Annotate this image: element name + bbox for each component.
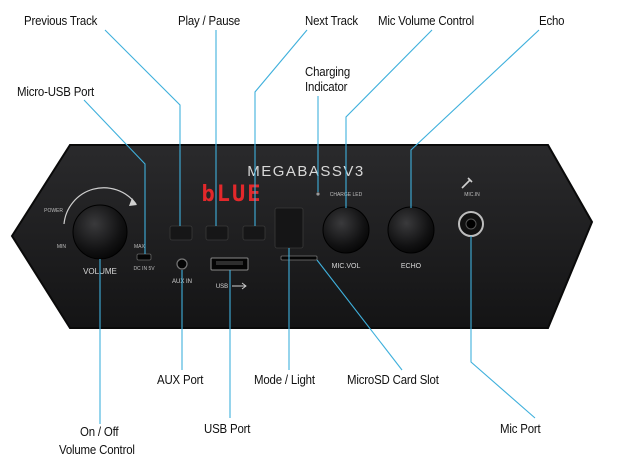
label-on-off-line2: Volume Control: [59, 442, 135, 457]
power-label: POWER: [44, 208, 63, 214]
usb-label: USB: [216, 284, 228, 290]
label-charging-line1: Charging: [305, 64, 351, 79]
mode-light-button[interactable]: [274, 207, 304, 249]
mic-icon: [461, 177, 473, 189]
usb-port-tongue: [216, 261, 243, 265]
next-track-button[interactable]: [242, 225, 266, 241]
label-next-track: Next Track: [305, 13, 358, 28]
charging-indicator-led: [316, 192, 320, 196]
label-charging-line2: Indicator: [305, 79, 348, 94]
label-mic-port: Mic Port: [500, 421, 541, 436]
label-microsd-card-slot: MicroSD Card Slot: [347, 372, 439, 387]
label-echo: Echo: [539, 13, 565, 28]
mic-vol-label: MIC.VOL: [332, 263, 361, 270]
mic-volume-knob[interactable]: [322, 206, 370, 254]
leader-lines: [83, 29, 540, 424]
leader-next-track: [254, 29, 308, 226]
leader-mic-volume: [345, 29, 433, 208]
dc-in-label: DC IN 5V: [133, 266, 155, 272]
brand-logo: MEGABASSV3: [247, 163, 365, 180]
leader-microsd: [316, 259, 403, 371]
volume-max-label: MAX: [134, 244, 146, 250]
label-play-pause: Play / Pause: [178, 13, 241, 28]
play-pause-button[interactable]: [205, 225, 229, 241]
echo-knob[interactable]: [387, 206, 435, 254]
label-micro-usb-port: Micro-USB Port: [17, 84, 94, 99]
volume-min-label: MIN: [57, 244, 67, 250]
volume-arrow-icon: [129, 198, 137, 206]
label-mode-light: Mode / Light: [254, 372, 315, 387]
leader-micro-usb: [83, 99, 146, 254]
usb-symbol-icon: [232, 282, 247, 290]
volume-knob[interactable]: [72, 204, 128, 260]
mic-port-hole: [465, 218, 477, 230]
leader-mic-port: [470, 236, 536, 419]
led-display: bLUE: [202, 182, 263, 207]
leader-echo: [410, 29, 540, 208]
volume-scale-arc: [63, 187, 137, 225]
echo-label: ECHO: [401, 263, 422, 270]
label-usb-port: USB Port: [204, 421, 251, 436]
label-mic-volume-control: Mic Volume Control: [378, 13, 475, 28]
label-on-off-line1: On / Off: [80, 424, 119, 439]
previous-track-button[interactable]: [169, 225, 193, 241]
mic-in-label: MIC.IN: [464, 192, 480, 198]
microsd-card-slot[interactable]: [280, 255, 318, 261]
label-previous-track: Previous Track: [24, 13, 98, 28]
label-aux-port: AUX Port: [157, 372, 204, 387]
aux-port[interactable]: [176, 258, 188, 270]
leader-previous-track: [104, 29, 181, 226]
micro-usb-port[interactable]: [136, 253, 152, 261]
